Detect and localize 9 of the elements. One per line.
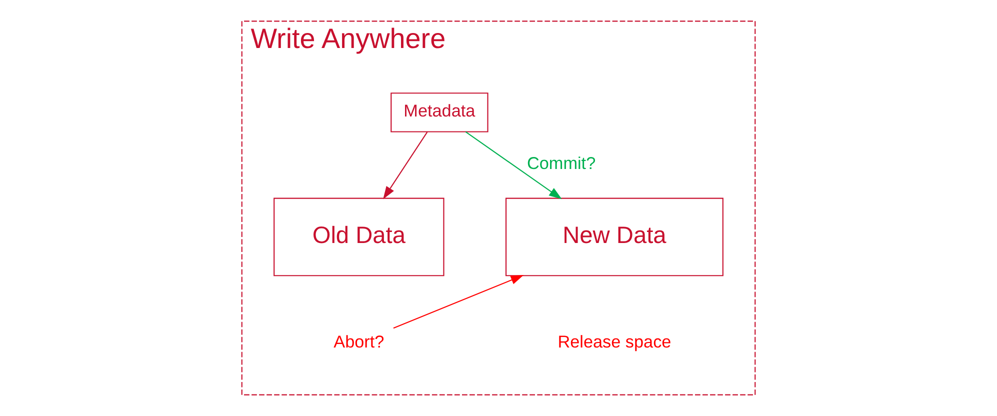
node-box: Old Data bbox=[274, 198, 444, 276]
edge-label: Commit? bbox=[526, 153, 596, 174]
arrow bbox=[465, 131, 562, 200]
node-box: New Data bbox=[505, 198, 724, 276]
arrow bbox=[393, 275, 524, 329]
arrow bbox=[383, 132, 428, 200]
label: Release space bbox=[558, 331, 672, 352]
node-text: Abort? bbox=[334, 331, 384, 352]
node-box: Metadata bbox=[390, 92, 488, 132]
